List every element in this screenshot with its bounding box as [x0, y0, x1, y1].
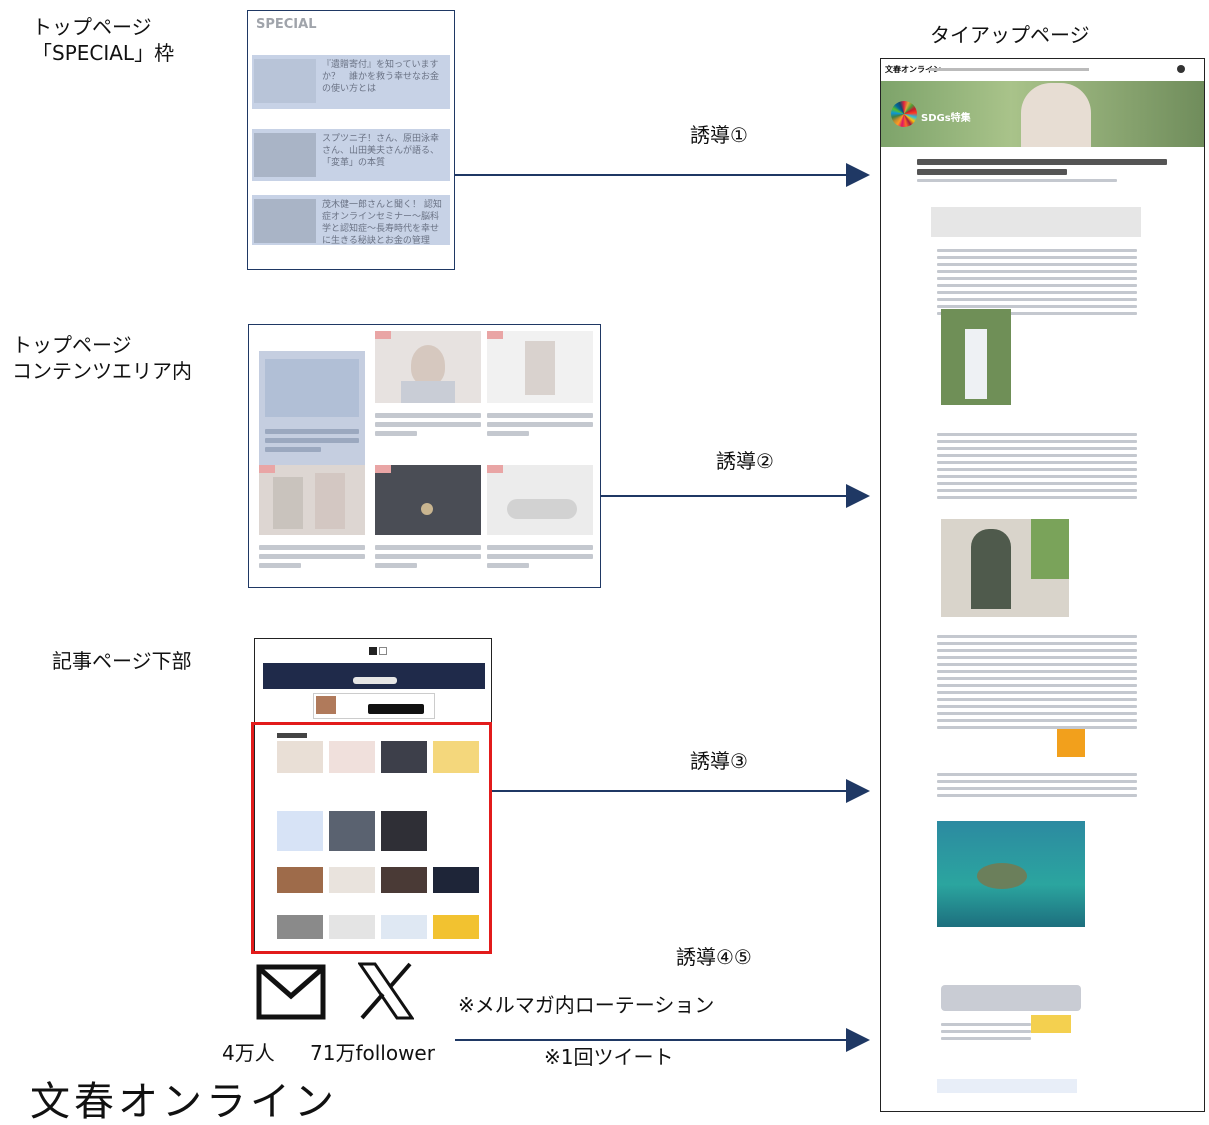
label-line: トップページ — [32, 15, 152, 39]
special-heading: SPECIAL — [256, 17, 317, 32]
label-line: コンテンツエリア内 — [12, 359, 192, 383]
mail-count: 4万人 — [222, 1041, 275, 1065]
thumbnail — [254, 59, 316, 103]
tieup-banner-title: SDGs特集 — [921, 113, 971, 124]
thumbnail — [259, 465, 365, 535]
sdgs-wheel-icon — [891, 101, 917, 127]
subscribe-banner[interactable] — [263, 663, 485, 689]
tieup-photo-2 — [941, 519, 1069, 617]
thumbnail — [375, 331, 481, 403]
tieup-lead-box — [931, 207, 1141, 237]
content-card[interactable] — [259, 465, 365, 583]
content-card[interactable] — [375, 331, 481, 449]
thumbnail — [265, 359, 359, 417]
lead2-label: 誘導② — [716, 449, 774, 473]
tieup-headline — [917, 155, 1167, 186]
thumbnail — [487, 331, 593, 403]
special-item-1[interactable]: 『遺贈寄付』を知っていますか？ 誰かを救う幸せなお金の使い方とは — [252, 55, 450, 109]
share-box — [313, 693, 435, 719]
card-text — [265, 425, 359, 456]
content-card[interactable] — [487, 465, 593, 583]
thumbnail — [254, 199, 316, 243]
pager-current[interactable] — [369, 647, 377, 655]
tieup-text — [937, 631, 1137, 733]
tieup-product-image — [941, 985, 1081, 1011]
label-top-special: トップページ 「SPECIAL」枠 — [32, 14, 174, 66]
tieup-banner: SDGs特集 — [881, 81, 1204, 147]
tieup-text — [937, 769, 1137, 801]
special-item-2[interactable]: スプツニ子！さん、原田泳幸さん、山田美夫さんが語る、「変革」の本質 — [252, 129, 450, 181]
content-card[interactable] — [487, 331, 593, 449]
label-line: 「SPECIAL」枠 — [32, 41, 175, 65]
mail-icon — [256, 964, 326, 1020]
tieup-photo-1 — [941, 309, 1011, 405]
person-photo — [1021, 83, 1091, 147]
label-tieup: タイアップページ — [930, 23, 1090, 47]
special-item-text: スプツニ子！さん、原田泳幸さん、山田美夫さんが語る、「変革」の本質 — [322, 134, 440, 168]
thumbnail — [487, 465, 593, 535]
x-count: 71万follower — [310, 1041, 435, 1065]
mail-note: ※メルマガ内ローテーション — [458, 993, 715, 1017]
tieup-text — [937, 245, 1137, 319]
content-card[interactable] — [375, 465, 481, 583]
tieup-product-badge — [1031, 1015, 1071, 1033]
tieup-site-name: 文春オンライン — [885, 65, 941, 74]
x-logo-icon — [358, 962, 414, 1020]
label-top-content: トップページ コンテンツエリア内 — [12, 332, 192, 384]
related-highlight-frame — [251, 722, 492, 954]
tieup-footer-link[interactable] — [937, 1079, 1077, 1093]
tweet-note: ※1回ツイート — [544, 1045, 674, 1069]
tieup-text — [937, 429, 1137, 503]
lead3-label: 誘導③ — [690, 749, 748, 773]
sdgs-goal-icon — [1057, 729, 1085, 757]
article-bottom-panel — [254, 638, 492, 954]
special-panel: SPECIAL 『遺贈寄付』を知っていますか？ 誰かを救う幸せなお金の使い方とは… — [247, 10, 455, 270]
tieup-header: 文春オンライン — [881, 59, 1204, 82]
label-article-bottom: 記事ページ下部 — [52, 649, 192, 673]
thumbnail — [375, 465, 481, 535]
content-card-highlight[interactable] — [259, 351, 365, 479]
tieup-text — [941, 1019, 1031, 1044]
thumbnail — [254, 133, 316, 177]
content-area-panel — [248, 324, 601, 588]
lead1-label: 誘導① — [690, 123, 748, 147]
related-heading — [277, 733, 307, 738]
special-item-text: 茂木健一郎さんと聞く！ 認知症オンラインセミナー～脳科学と認知症～長寿時代を幸せ… — [322, 200, 442, 246]
special-item-text: 『遺贈寄付』を知っていますか？ 誰かを救う幸せなお金の使い方とは — [322, 60, 440, 94]
tieup-page: 文春オンライン SDGs特集 — [880, 58, 1205, 1112]
pager-next[interactable] — [379, 647, 387, 655]
lead45-label: 誘導④⑤ — [676, 945, 752, 969]
special-item-3[interactable]: 茂木健一郎さんと聞く！ 認知症オンラインセミナー～脳科学と認知症～長寿時代を幸せ… — [252, 195, 450, 246]
tieup-photo-turtle — [937, 821, 1085, 927]
label-line: トップページ — [12, 333, 132, 357]
